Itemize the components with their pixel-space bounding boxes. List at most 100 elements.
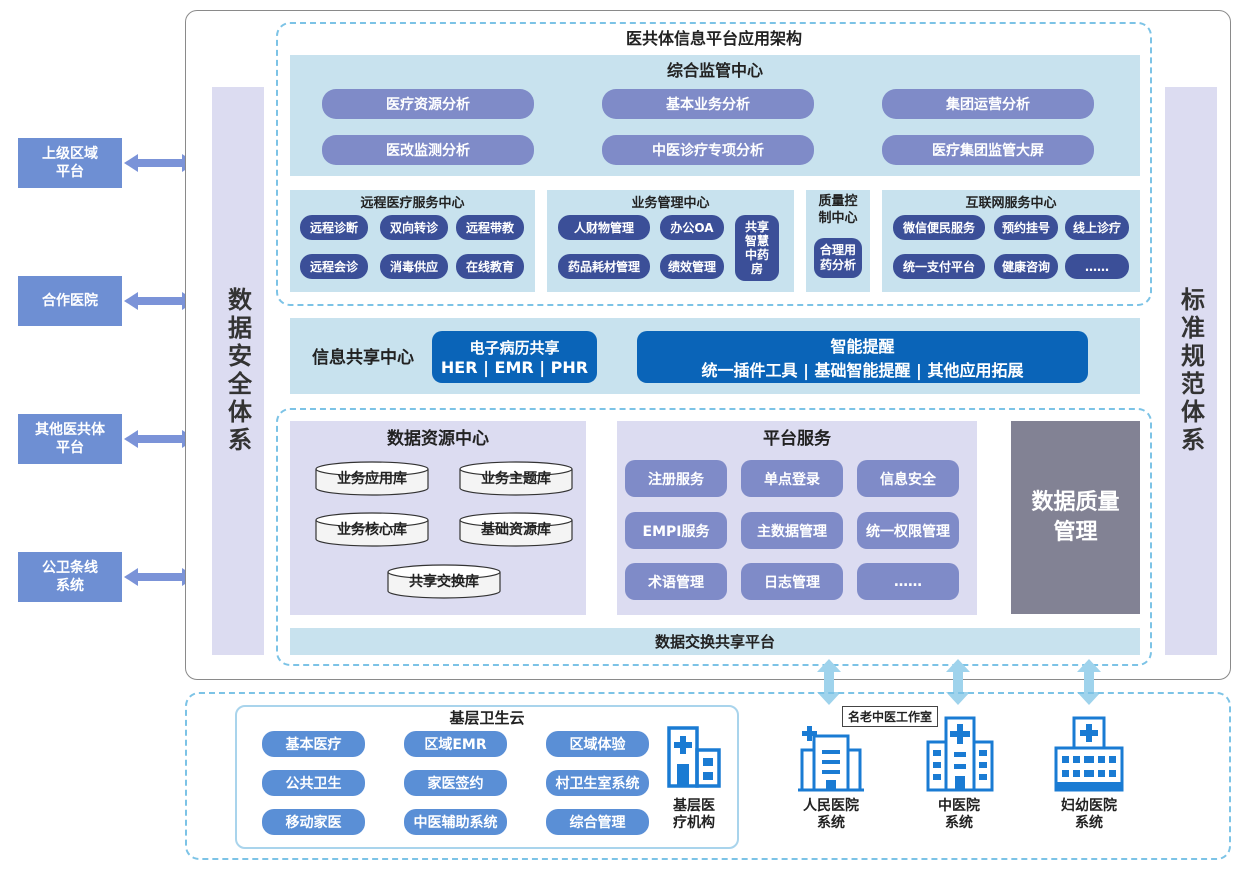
platform-service-item: ……: [857, 563, 959, 600]
hospital-label: 妇幼医院 系统: [1042, 796, 1136, 834]
primary-cloud-item: 综合管理: [546, 809, 649, 835]
primary-cloud-item: 公共卫生: [262, 770, 365, 796]
quality-control-title: 质量控 制中心: [806, 192, 870, 228]
db-label: 基础资源库: [481, 522, 551, 538]
business-item: 药品耗材管理: [558, 254, 650, 279]
platform-service-item: 单点登录: [741, 460, 843, 497]
primary-institution-label: 基层医 疗机构: [652, 796, 736, 834]
supervision-item: 医疗集团监管大屏: [882, 135, 1094, 165]
shared-pharmacy-label: 共享 智慧 中药 房: [744, 220, 769, 276]
internet-item: 微信便民服务: [893, 215, 985, 240]
platform-services-title: 平台服务: [763, 428, 831, 449]
platform-service-item: 术语管理: [625, 563, 727, 600]
supervision-item: 基本业务分析: [602, 89, 814, 119]
security-system-label: 数据安全体系: [223, 287, 252, 455]
database-icon: [315, 512, 429, 547]
platform-service-item: EMPI服务: [625, 512, 727, 549]
platform-service-item: 信息安全: [857, 460, 959, 497]
platform-partner-hospital: 合作医院: [18, 276, 122, 326]
remote-item: 在线教育: [456, 254, 524, 279]
hospital-label-text: 人民医院 系统: [803, 798, 859, 831]
double-arrow-icon: [124, 154, 196, 172]
internet-item: ……: [1065, 254, 1129, 279]
platform-upper-region: 上级区域 平台: [18, 138, 122, 188]
remote-item: 消毒供应: [380, 254, 448, 279]
tcm-studio-label: 名老中医工作室: [842, 706, 938, 727]
application-architecture-area: [276, 22, 1152, 306]
db-label: 业务核心库: [337, 522, 407, 538]
remote-item: 远程诊断: [300, 215, 368, 240]
primary-cloud-item: 中医辅助系统: [404, 809, 507, 835]
database-icon: [315, 461, 429, 496]
info-share-title: 信息共享中心: [312, 347, 414, 368]
internet-item: 线上诊疗: [1065, 215, 1129, 240]
database-icon: [459, 512, 573, 547]
hospital-label-text: 妇幼医院 系统: [1061, 798, 1117, 831]
data-exchange-platform: 数据交换共享平台: [290, 628, 1140, 655]
primary-cloud-item: 移动家医: [262, 809, 365, 835]
internet-item: 统一支付平台: [893, 254, 985, 279]
smart-sub: 统一插件工具 | 基础智能提醒 | 其他应用拓展: [701, 361, 1024, 380]
primary-institution-text: 基层医 疗机构: [673, 798, 715, 831]
data-quality-label: 数据质量 管理: [1031, 489, 1120, 545]
quality-control-item: 合理用 药分析: [814, 238, 862, 278]
db-label: 共享交换库: [409, 574, 479, 590]
database-icon: [387, 564, 501, 599]
primary-cloud-item: 区域体验: [546, 731, 649, 757]
platform-service-item: 日志管理: [741, 563, 843, 600]
internet-item: 预约挂号: [994, 215, 1058, 240]
platform-label: 其他医共体 平台: [35, 422, 105, 456]
platform-service-item: 统一权限管理: [857, 512, 959, 549]
platform-label: 合作医院: [42, 293, 98, 309]
platform-service-item: 注册服务: [625, 460, 727, 497]
hospital-label-text: 中医院 系统: [938, 798, 980, 831]
business-item: 办公OA: [660, 215, 724, 240]
business-item-shared-pharmacy: 共享 智慧 中药 房: [735, 215, 779, 281]
supervision-title: 综合监管中心: [666, 61, 763, 80]
database-icon: [459, 461, 573, 496]
hospital-label: 中医院 系统: [914, 796, 1004, 834]
standard-spec-system: 标准规范体系: [1165, 87, 1217, 655]
remote-item: 双向转诊: [380, 215, 448, 240]
supervision-item: 医疗资源分析: [322, 89, 534, 119]
hospital-building-icon: [926, 716, 994, 792]
business-item: 人财物管理: [558, 215, 650, 240]
supervision-item: 集团运营分析: [882, 89, 1094, 119]
data-layer-area: [276, 408, 1152, 666]
supervision-item: 中医诊疗专项分析: [602, 135, 814, 165]
business-item: 绩效管理: [660, 254, 724, 279]
primary-health-cloud: [235, 705, 739, 849]
remote-item: 远程带教: [456, 215, 524, 240]
double-arrow-icon: [124, 568, 196, 586]
emr-sub: HER | EMR | PHR: [440, 358, 589, 377]
smart-reminder-block: 智能提醒 统一插件工具 | 基础智能提醒 | 其他应用拓展: [637, 331, 1088, 383]
platform-label: 公卫条线 系统: [42, 560, 98, 594]
hospital-building-icon: [798, 726, 864, 792]
platform-public-health: 公卫条线 系统: [18, 552, 122, 602]
architecture-title: 医共体信息平台应用架构: [625, 29, 802, 48]
primary-cloud-title: 基层卫生云: [449, 708, 525, 727]
data-security-system: 数据安全体系: [212, 87, 264, 655]
smart-title: 智能提醒: [830, 337, 895, 356]
double-arrow-icon: [124, 292, 196, 310]
emr-sharing-block: 电子病历共享 HER | EMR | PHR: [432, 331, 597, 383]
primary-cloud-item: 村卫生室系统: [546, 770, 649, 796]
hospital-building-icon: [1054, 716, 1124, 792]
primary-cloud-item: 家医签约: [404, 770, 507, 796]
platform-other-alliance: 其他医共体 平台: [18, 414, 122, 464]
supervision-item: 医改监测分析: [322, 135, 534, 165]
internet-item: 健康咨询: [994, 254, 1058, 279]
internet-title: 互联网服务中心: [965, 195, 1057, 211]
emr-title: 电子病历共享: [469, 339, 560, 357]
double-arrow-icon: [124, 430, 196, 448]
db-label: 业务应用库: [337, 471, 407, 487]
db-label: 业务主题库: [481, 471, 551, 487]
remote-item: 远程会诊: [300, 254, 368, 279]
platform-label: 上级区域 平台: [42, 146, 98, 180]
rational-drug-label: 合理用 药分析: [819, 243, 856, 272]
platform-service-item: 主数据管理: [741, 512, 843, 549]
clinic-building-icon: [667, 726, 721, 788]
business-title: 业务管理中心: [631, 195, 710, 211]
primary-cloud-item: 区域EMR: [404, 731, 507, 757]
quality-control-title-text: 质量控 制中心: [818, 194, 858, 226]
